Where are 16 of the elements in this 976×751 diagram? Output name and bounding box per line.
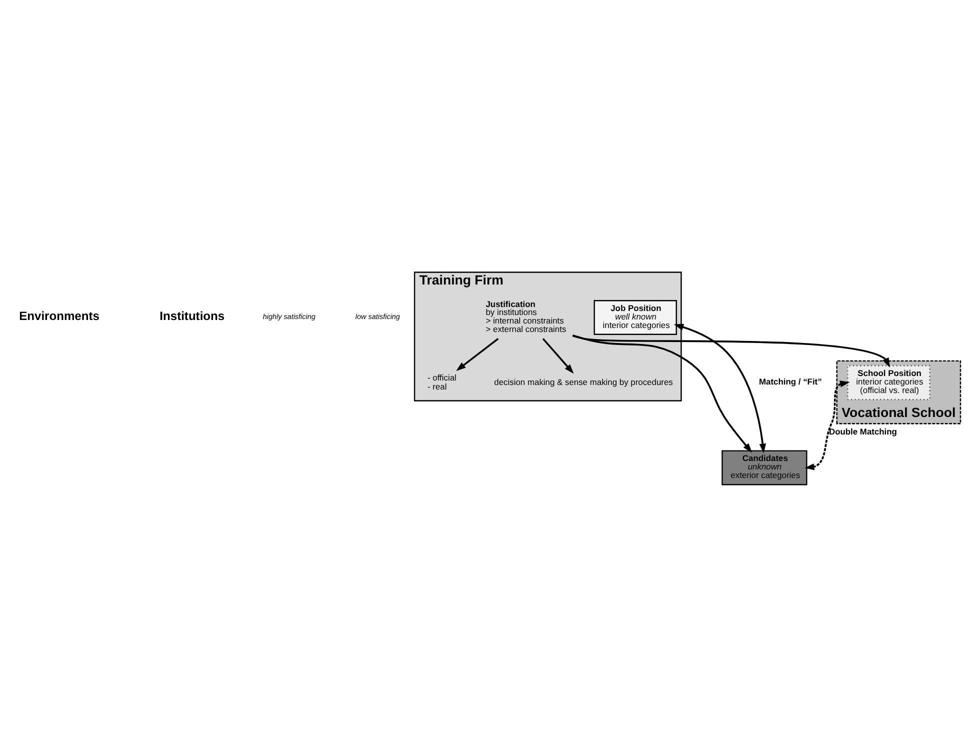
arrow bbox=[572, 334, 752, 452]
node-text: - official - real bbox=[428, 372, 456, 391]
label: Institutions bbox=[160, 308, 225, 322]
edge-label: Double Matching bbox=[828, 426, 897, 436]
node-text: decision making & sense making by procedures bbox=[494, 376, 673, 386]
arrow bbox=[572, 334, 890, 368]
label: Environments bbox=[19, 308, 100, 322]
arrow bbox=[804, 380, 850, 470]
edge-label: Matching / “Fit” bbox=[759, 376, 822, 386]
arrow bbox=[456, 337, 499, 370]
arrow bbox=[542, 338, 574, 374]
arrow bbox=[674, 323, 766, 453]
node-text: Justification by institutions > internal constraints > external constraints bbox=[486, 298, 566, 334]
node-box: Candidates unknown exterior categories bbox=[722, 450, 808, 485]
node-box: Job Position well known interior categories bbox=[594, 299, 677, 334]
node-box: School Position interior categories (official vs. real) bbox=[847, 364, 930, 400]
